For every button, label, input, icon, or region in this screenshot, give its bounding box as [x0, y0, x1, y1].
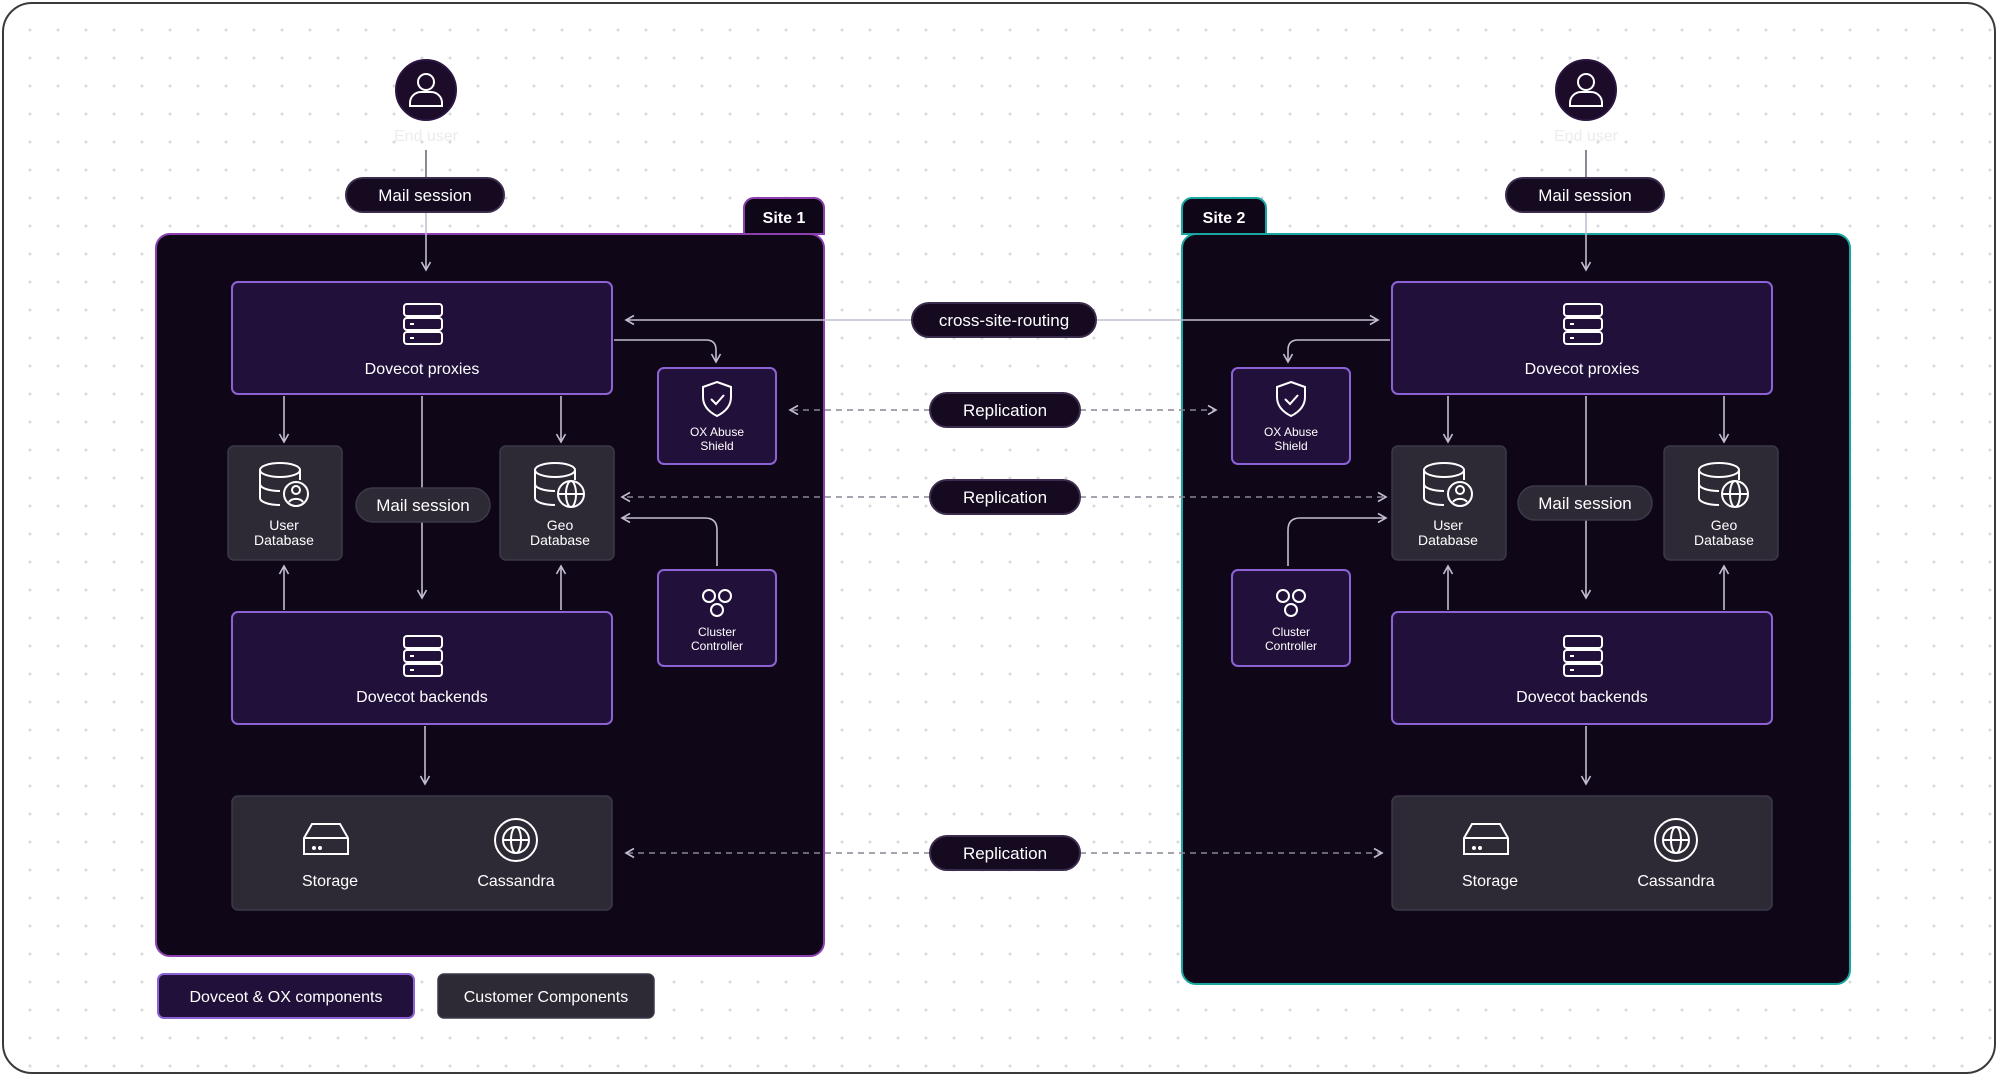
svg-text:Database: Database: [530, 532, 590, 548]
dovecot-backends-site2: Dovecot backends: [1391, 611, 1773, 725]
user-database-site1: User Database: [227, 445, 343, 561]
svg-text:Geo: Geo: [547, 517, 574, 533]
svg-text:Mail session: Mail session: [1538, 494, 1632, 513]
svg-text:Shield: Shield: [1274, 439, 1307, 453]
site2-label: Site 2: [1203, 210, 1246, 227]
svg-text:User: User: [269, 517, 299, 533]
site1-tab: [743, 197, 825, 235]
ox-abuse-shield-site1: OX Abuse Shield: [657, 367, 777, 465]
replication-pill-database: Replication: [929, 479, 1081, 515]
architecture-diagram: Site 1 Site 2 End user End user Mail ses…: [155, 59, 1851, 1019]
svg-text:Dovecot proxies: Dovecot proxies: [365, 361, 480, 378]
svg-text:User: User: [1433, 517, 1463, 533]
database-user-icon: [1423, 462, 1473, 507]
svg-text:Replication: Replication: [963, 401, 1047, 420]
storage-group-site2: Storage Cassandra: [1391, 795, 1773, 911]
svg-text:Geo: Geo: [1711, 517, 1738, 533]
server-icon: [403, 635, 443, 677]
svg-text:Database: Database: [1694, 532, 1754, 548]
geo-database-site2: Geo Database: [1663, 445, 1779, 561]
replication-pill-shield: Replication: [929, 392, 1081, 428]
site2-tab: [1181, 197, 1267, 235]
end-user-label: End user: [1554, 128, 1619, 145]
shield-icon: [1276, 380, 1306, 418]
svg-text:Mail session: Mail session: [378, 186, 472, 205]
cassandra-icon: [494, 818, 538, 862]
database-globe-icon: [534, 462, 585, 508]
svg-text:Cluster: Cluster: [1272, 625, 1310, 639]
svg-text:OX Abuse: OX Abuse: [690, 425, 744, 439]
dovecot-proxies-site1: Dovecot proxies: [231, 281, 613, 395]
arrow-proxies-to-shield: [614, 339, 722, 364]
server-icon: [403, 303, 443, 345]
user-icon: [1569, 73, 1603, 107]
geo-database-site1: Geo Database: [499, 445, 615, 561]
mail-session-pill-top-site1: Mail session: [345, 177, 505, 213]
arrow-proxies-to-shield: [1282, 339, 1390, 364]
replication-pill-storage: Replication: [929, 835, 1081, 871]
arrow-controller-to-userdb: [1287, 512, 1388, 566]
svg-text:Dovecot backends: Dovecot backends: [356, 689, 488, 706]
cluster-controller-site2: Cluster Controller: [1231, 569, 1351, 667]
svg-text:Controller: Controller: [1265, 639, 1317, 653]
server-icon: [1563, 635, 1603, 677]
svg-text:Customer Components: Customer Components: [464, 989, 629, 1006]
cross-site-routing-pill: cross-site-routing: [911, 302, 1097, 338]
cluster-controller-site1: Cluster Controller: [657, 569, 777, 667]
user-database-site2: User Database: [1391, 445, 1507, 561]
svg-text:cross-site-routing: cross-site-routing: [939, 311, 1069, 330]
server-icon: [1563, 303, 1603, 345]
storage-label: Storage: [1462, 873, 1518, 890]
storage-group-site1: Storage Cassandra: [231, 795, 613, 911]
ox-abuse-shield-site2: OX Abuse Shield: [1231, 367, 1351, 465]
svg-text:Shield: Shield: [700, 439, 733, 453]
svg-text:Cluster: Cluster: [698, 625, 736, 639]
svg-text:Replication: Replication: [963, 488, 1047, 507]
cassandra-label: Cassandra: [477, 873, 554, 890]
shield-icon: [702, 380, 732, 418]
storage-icon: [1463, 823, 1509, 855]
cassandra-icon: [1654, 818, 1698, 862]
arrow-controller-to-geo: [620, 512, 718, 566]
svg-text:Dovecot backends: Dovecot backends: [1516, 689, 1648, 706]
end-user-site2: End user: [1554, 59, 1619, 145]
svg-text:Replication: Replication: [963, 844, 1047, 863]
user-icon: [409, 73, 443, 107]
mail-session-pill-inner-site1: Mail session: [355, 487, 491, 523]
svg-text:Dovecot proxies: Dovecot proxies: [1525, 361, 1640, 378]
database-user-icon: [259, 462, 309, 507]
svg-text:Mail session: Mail session: [1538, 186, 1632, 205]
legend-customer: Customer Components: [437, 973, 655, 1019]
end-user-label: End user: [394, 128, 459, 145]
svg-text:Database: Database: [1418, 532, 1478, 548]
mail-session-pill-top-site2: Mail session: [1505, 177, 1665, 213]
cluster-icon: [702, 589, 732, 617]
svg-text:Dovceot & OX components: Dovceot & OX components: [190, 989, 383, 1006]
site1-label: Site 1: [763, 210, 806, 227]
mail-session-pill-inner-site2: Mail session: [1517, 485, 1653, 521]
svg-text:OX Abuse: OX Abuse: [1264, 425, 1318, 439]
storage-icon: [303, 823, 349, 855]
cluster-icon: [1276, 589, 1306, 617]
dovecot-backends-site1: Dovecot backends: [231, 611, 613, 725]
svg-text:Controller: Controller: [691, 639, 743, 653]
legend-dovecot-ox: Dovceot & OX components: [157, 973, 415, 1019]
database-globe-icon: [1698, 462, 1749, 508]
end-user-site1: End user: [394, 59, 459, 145]
svg-text:Database: Database: [254, 532, 314, 548]
svg-text:Mail session: Mail session: [376, 496, 470, 515]
dovecot-proxies-site2: Dovecot proxies: [1391, 281, 1773, 395]
storage-label: Storage: [302, 873, 358, 890]
cassandra-label: Cassandra: [1637, 873, 1714, 890]
